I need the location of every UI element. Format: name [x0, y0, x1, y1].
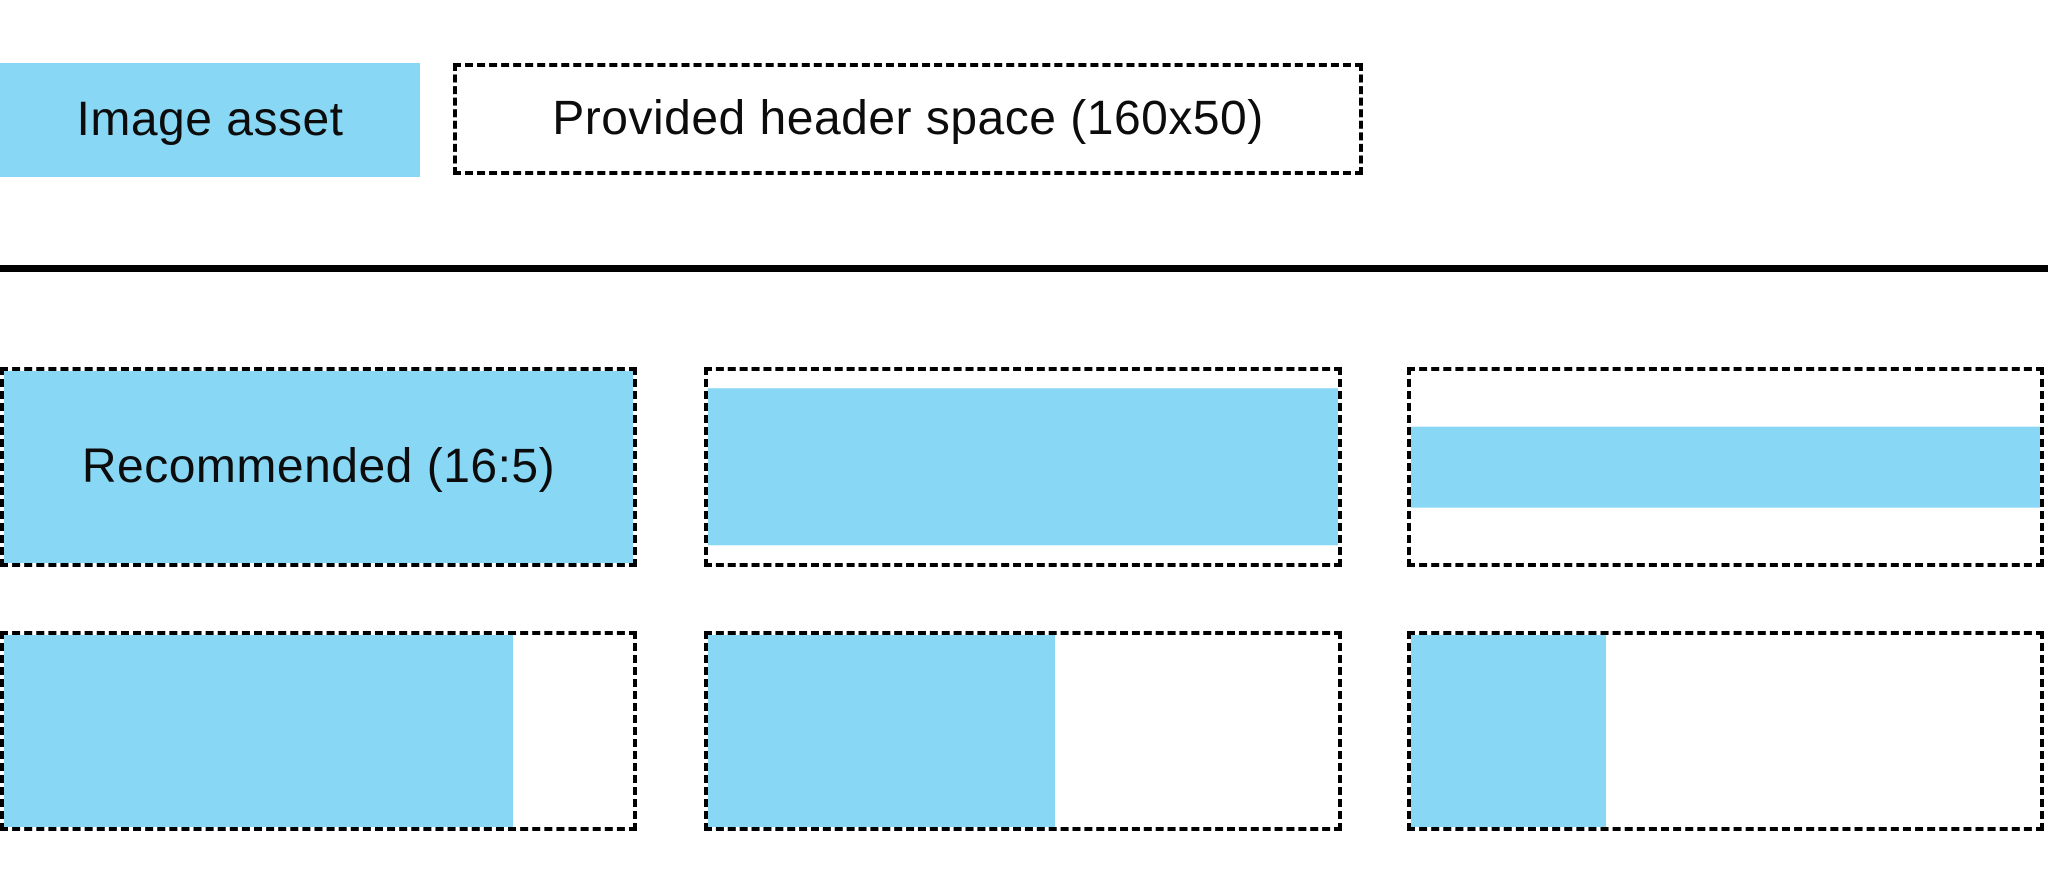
demo-cell-narrower [0, 631, 637, 831]
header-space-legend-box: Provided header space (160x50) [453, 63, 1363, 175]
image-asset-fill [1411, 426, 2040, 508]
section-divider [0, 265, 2048, 272]
demo-cell-narrowest [1407, 631, 2044, 831]
image-asset-fill [708, 388, 1338, 546]
header-space-legend-label: Provided header space (160x50) [552, 92, 1264, 145]
demo-cell-recommended: Recommended (16:5) [0, 367, 637, 567]
demo-cell-half-width [704, 631, 1342, 831]
recommended-ratio-label: Recommended (16:5) [81, 440, 556, 493]
image-asset-legend-swatch: Image asset [0, 63, 420, 177]
image-asset-fill [4, 635, 514, 827]
image-asset-legend-label: Image asset [76, 93, 344, 146]
image-asset-fill [1411, 635, 1606, 827]
demo-cell-much-taller [1407, 367, 2044, 567]
demo-cell-taller [704, 367, 1342, 567]
image-asset-fill: Recommended (16:5) [4, 371, 633, 563]
image-asset-fill [708, 635, 1055, 827]
